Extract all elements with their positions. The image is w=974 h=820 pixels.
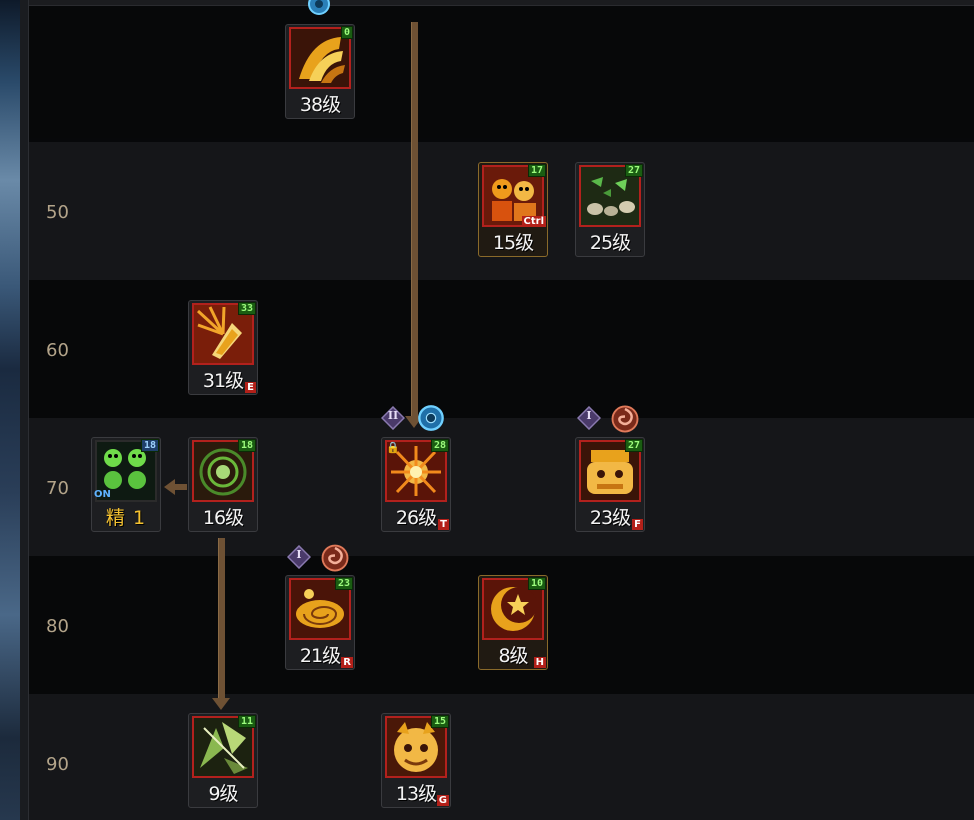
skill-slot-38[interactable]: 0 38级 (285, 24, 355, 119)
hotkey-badge: E (245, 382, 256, 393)
skill-point-badge: 18 (140, 439, 159, 452)
level-label-60: 60 (46, 340, 69, 361)
skill-point-badge: 15 (430, 715, 449, 728)
skill-slot-passive[interactable]: 18 ON 精 1 (91, 437, 161, 532)
hotkey-badge: Ctrl (521, 216, 546, 227)
golden-beast-face-icon (579, 440, 641, 502)
tier-row-60: 60 (29, 280, 974, 418)
top-edge (29, 0, 974, 6)
skill-point-badge: 18 (237, 439, 256, 452)
skill-slot-8[interactable]: 10 H 8级 (478, 575, 548, 670)
rank-roman-icon: I (577, 406, 601, 430)
skill-point-badge: 33 (237, 302, 256, 315)
skill-slot-13[interactable]: 15 G 13级 (381, 713, 451, 808)
skill-level-label: 16级 (202, 507, 244, 529)
level-label-80: 80 (46, 616, 69, 637)
lock-icon: 🔒 (386, 441, 400, 454)
spiral-rune-icon (610, 404, 640, 434)
hotkey-badge: H (533, 657, 546, 668)
skill-level-label: 8级 (498, 645, 528, 667)
skill-slot-26[interactable]: 🔒 28 T 26级 (381, 437, 451, 532)
connector-line-horizontal (175, 484, 187, 490)
rank-roman-icon: II (381, 406, 405, 430)
tier-row-top (29, 0, 974, 138)
skill-level-label: 21级 (299, 645, 341, 667)
skill-slot-9[interactable]: 11 9级 (188, 713, 258, 808)
panel-border (20, 0, 29, 820)
skill-level-label: 38级 (299, 94, 341, 116)
skill-tree-panel: 50 60 70 80 90 (29, 0, 974, 820)
skill-slot-15[interactable]: 17 Ctrl 15级 (478, 162, 548, 257)
skill-point-badge: 27 (624, 439, 643, 452)
skill-slot-25[interactable]: 27 25级 (575, 162, 645, 257)
level-label-50: 50 (46, 202, 69, 223)
level-label-70: 70 (46, 478, 69, 499)
rank-roman-icon: I (287, 545, 311, 569)
connector-arrow-left-icon (164, 479, 175, 495)
skill-point-badge: 27 (624, 164, 643, 177)
golden-claw-swirl-icon (289, 27, 351, 89)
skill-point-badge: 23 (334, 577, 353, 590)
toggle-on-tag: ON (94, 489, 111, 500)
connector-arrow-down-icon (212, 698, 230, 710)
awakening-gear-icon (307, 0, 331, 16)
skill-point-badge: 10 (527, 577, 546, 590)
hotkey-badge: F (632, 519, 643, 530)
skill-slot-23[interactable]: 27 F 23级 (575, 437, 645, 532)
skill-level-label: 13级 (395, 783, 437, 805)
skill-slot-16[interactable]: 18 16级 (188, 437, 258, 532)
skill-slot-21[interactable]: 23 R 21级 (285, 575, 355, 670)
skill-level-label: 23级 (589, 507, 631, 529)
green-orb-aura-icon (192, 440, 254, 502)
skill-level-label: 31级 (202, 370, 244, 392)
skill-point-badge: 11 (237, 715, 256, 728)
tier-row-90: 90 (29, 694, 974, 820)
hotkey-badge: G (436, 795, 449, 806)
skill-level-label: 精 1 (105, 507, 147, 529)
skill-level-label: 15级 (492, 232, 534, 254)
skill-level-label: 26级 (395, 507, 437, 529)
skill-point-badge: 17 (527, 164, 546, 177)
spiral-rune-icon (320, 543, 350, 573)
connector-line-vertical (411, 22, 418, 420)
connector-line-vertical (218, 538, 225, 700)
background-strip (0, 0, 20, 820)
skill-slot-31[interactable]: 33 E 31级 (188, 300, 258, 395)
hotkey-badge: R (341, 657, 353, 668)
skill-level-label: 25级 (589, 232, 631, 254)
awakening-gear-icon (417, 404, 445, 432)
skill-point-badge: 0 (340, 26, 353, 39)
level-label-90: 90 (46, 754, 69, 775)
skill-level-label: 9级 (208, 783, 238, 805)
hotkey-badge: T (438, 519, 449, 530)
skill-point-badge: 28 (430, 439, 449, 452)
